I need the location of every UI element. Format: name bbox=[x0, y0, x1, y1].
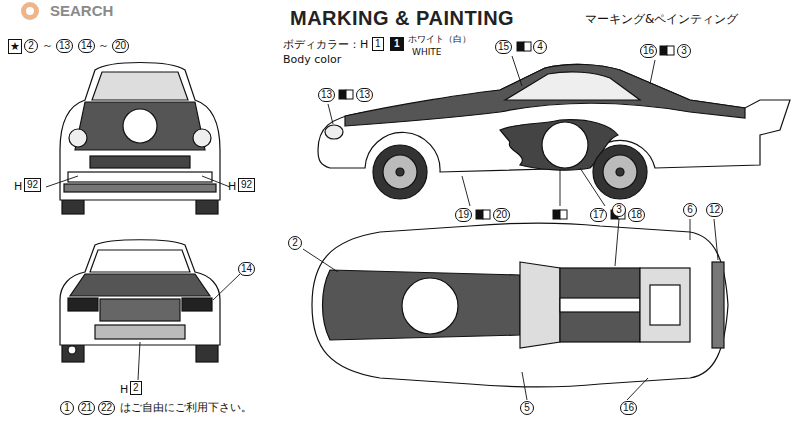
subtitle: マーキング&ペインティング bbox=[585, 12, 738, 26]
watermark-logo bbox=[21, 2, 39, 20]
side-view bbox=[318, 64, 790, 199]
callout-number: 20 bbox=[493, 208, 510, 222]
page-title: MARKING & PAINTING bbox=[290, 6, 514, 30]
callout-number: 16 bbox=[640, 44, 657, 58]
paint-code: 2 bbox=[130, 381, 142, 395]
callout-number: 13 bbox=[318, 88, 335, 102]
color-label: Body color bbox=[283, 53, 341, 66]
callout-number: 14 bbox=[238, 262, 255, 276]
note-text: はご自由にご利用下さい。 bbox=[120, 401, 252, 414]
callout-number: 13 bbox=[356, 88, 373, 102]
star-mark: ★ bbox=[8, 39, 22, 54]
callout-number: 13 bbox=[56, 39, 73, 53]
color-name: WHITE bbox=[412, 47, 442, 58]
paint-code: 1 bbox=[372, 37, 384, 51]
paint-code: 92 bbox=[24, 178, 41, 192]
callout-number: 21 bbox=[78, 401, 95, 415]
callout-number: 2 bbox=[288, 236, 302, 250]
callout-number: 2 bbox=[24, 39, 38, 53]
front-view bbox=[60, 63, 220, 215]
callout-number: 4 bbox=[533, 40, 547, 54]
watermark: SEARCH bbox=[50, 2, 113, 19]
paint-prefix: H bbox=[228, 180, 236, 193]
color-label: ボディカラー：H bbox=[283, 38, 368, 51]
paint-prefix: H bbox=[14, 180, 22, 193]
paint-code: 92 bbox=[238, 178, 255, 192]
paint-prefix: H bbox=[120, 383, 128, 396]
top-view bbox=[312, 223, 728, 387]
callout-number: 5 bbox=[520, 401, 534, 415]
callout-number: 1 bbox=[60, 401, 74, 415]
callout-number: 6 bbox=[683, 203, 697, 217]
leader-line bbox=[46, 56, 718, 400]
callout-number: 20 bbox=[112, 39, 129, 53]
callout-number: 3 bbox=[612, 203, 626, 217]
range-sign: ～ bbox=[42, 39, 53, 52]
callout-number: 15 bbox=[495, 40, 512, 54]
callout-number: 18 bbox=[628, 208, 645, 222]
callout-number: 22 bbox=[98, 401, 115, 415]
callout-number: 14 bbox=[78, 39, 95, 53]
color-name: ホワイト（白） bbox=[408, 34, 471, 45]
paint-code: 1 bbox=[390, 37, 404, 51]
range-sign: ～ bbox=[98, 39, 109, 52]
decal-symbol bbox=[339, 42, 674, 219]
callout-number: 19 bbox=[455, 208, 472, 222]
callout-number: 12 bbox=[706, 203, 723, 217]
callout-number: 17 bbox=[590, 208, 607, 222]
callout-number: 16 bbox=[620, 401, 637, 415]
callout-number: 3 bbox=[677, 44, 691, 58]
